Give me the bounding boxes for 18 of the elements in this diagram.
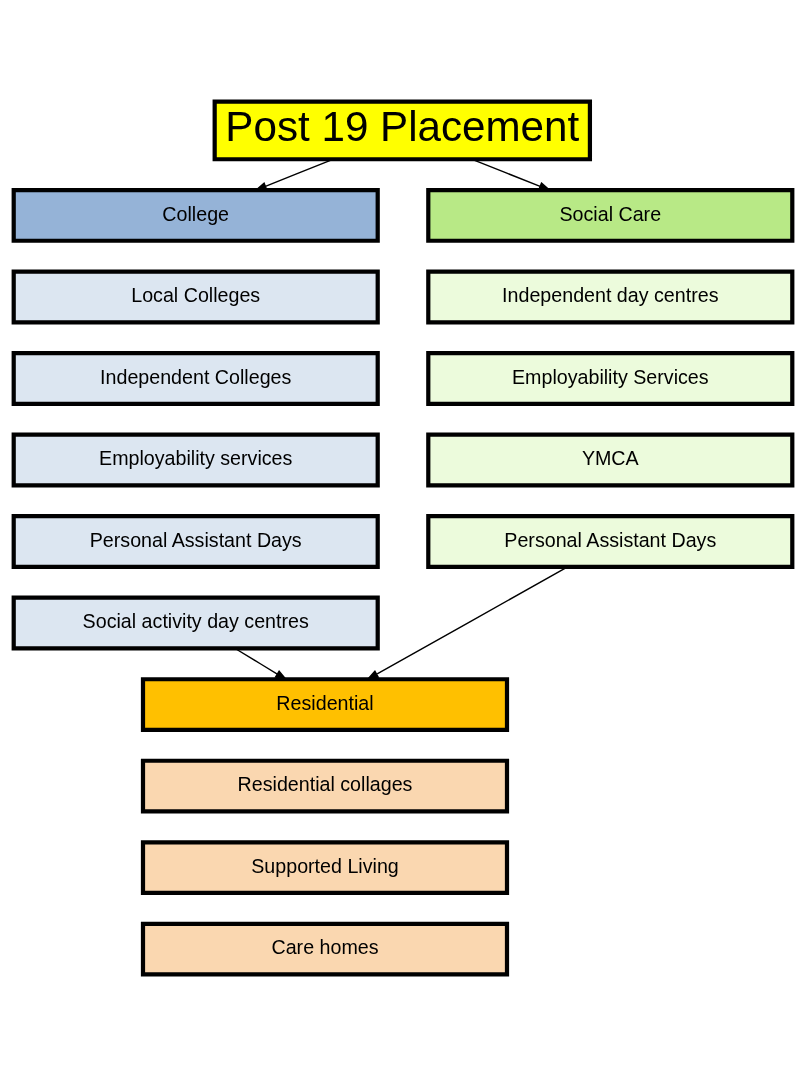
node-box: Post 19 Placement	[212, 99, 593, 162]
node-box: Independent Colleges	[11, 351, 380, 406]
node-box: Social activity day centres	[11, 595, 380, 651]
node-box: Residential	[140, 677, 510, 732]
node-box: Personal Assistant Days	[426, 514, 795, 569]
node-box: Residential collages	[140, 758, 510, 814]
arrow	[234, 647, 288, 681]
node-box: Employability Services	[426, 351, 795, 406]
arrow	[254, 158, 334, 191]
node-box: Personal Assistant Days	[11, 514, 380, 569]
node-box: College	[11, 188, 380, 243]
node-box: Supported Living	[140, 840, 510, 895]
node-box: Care homes	[140, 921, 510, 977]
node-box: Employability services	[11, 432, 380, 488]
node-box: Local Colleges	[11, 269, 380, 325]
node-box: Independent day centres	[426, 269, 795, 325]
node-box: YMCA	[426, 432, 795, 488]
node-box: Social Care	[426, 188, 795, 243]
